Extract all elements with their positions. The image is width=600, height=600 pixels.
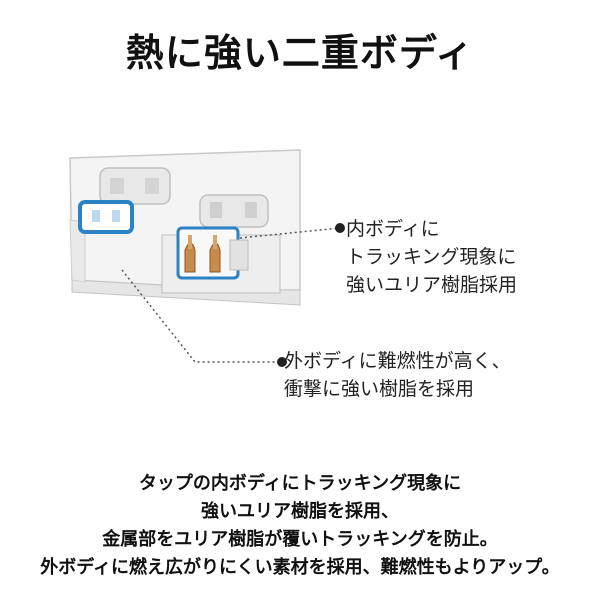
inner-body-socket bbox=[78, 200, 134, 234]
description-line-2: 強いユリア樹脂を採用、 bbox=[201, 501, 399, 522]
metal-contact-left bbox=[184, 242, 196, 273]
page-title: 熱に強い二重ボディ bbox=[125, 31, 475, 75]
outer-body-callout: 外ボディに難燃性が高く、 衝撃に強い樹脂を採用 bbox=[284, 347, 511, 403]
inner-callout-line-3: 強いユリア樹脂採用 bbox=[346, 274, 518, 296]
power-strip-illustration bbox=[69, 149, 345, 367]
outer-callout-leader bbox=[121, 269, 282, 363]
inner-callout-dot bbox=[335, 223, 345, 233]
outer-callout-line-1: 外ボディに難燃性が高く、 bbox=[284, 350, 511, 372]
description-block: タップの内ボディにトラッキング現象に 強いユリア樹脂を採用、 金属部をユリア樹脂… bbox=[0, 470, 600, 582]
outer-callout-dot bbox=[277, 357, 287, 367]
description-line-1: タップの内ボディにトラッキング現象に bbox=[138, 473, 462, 494]
description-line-3: 金属部をユリア樹脂が覆いトラッキングを防止。 bbox=[102, 529, 498, 550]
description-line-4: 外ボディに燃え広がりにくい素材を採用、難燃性もよりアップ。 bbox=[40, 557, 560, 578]
metal-contact-right bbox=[209, 242, 221, 273]
inner-callout-line-1: 内ボディに bbox=[346, 218, 440, 240]
inner-callout-leader bbox=[239, 227, 341, 239]
inner-callout-line-2: トラッキング現象に bbox=[346, 246, 517, 268]
outer-callout-line-2: 衝撃に強い樹脂を採用 bbox=[284, 378, 475, 400]
outlet-socket-back bbox=[99, 167, 171, 205]
inner-body-callout: 内ボディに トラッキング現象に 強いユリア樹脂採用 bbox=[346, 215, 517, 299]
